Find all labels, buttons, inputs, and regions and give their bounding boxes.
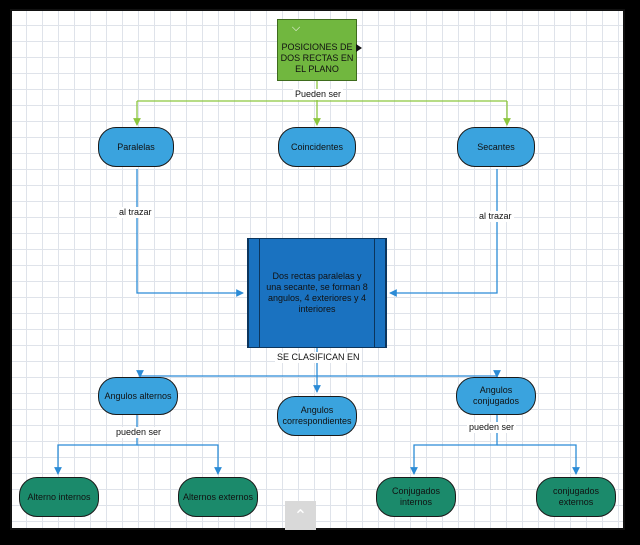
node-paralelas[interactable]: Paralelas: [98, 127, 174, 167]
center-node[interactable]: Dos rectas paralelas y una secante, se f…: [247, 238, 387, 348]
center-node-left-bar: [248, 239, 260, 347]
root-node[interactable]: POSICIONES DE DOS RECTAS EN EL PLANO: [277, 19, 357, 81]
center-link-label: SE CLASIFICAN EN: [275, 352, 362, 363]
node-alternos-externos[interactable]: Alternos externos: [178, 477, 258, 517]
arrow-right-icon: [356, 44, 362, 52]
node-conjugados-internos-label: Conjugados internos: [391, 486, 441, 507]
link-al-trazar-right: al trazar: [477, 211, 514, 222]
link-pueden-ser-left: pueden ser: [114, 427, 164, 438]
center-node-label: Dos rectas paralelas y una secante, se f…: [266, 271, 368, 314]
node-angulos-conjugados-label: Angulos conjugados: [472, 385, 520, 406]
node-conjugados-internos[interactable]: Conjugados internos: [376, 477, 456, 517]
node-angulos-alternos-label: Angulos alternos: [104, 390, 172, 401]
node-conjugados-externos-label: conjugados externos: [552, 486, 600, 507]
node-angulos-alternos[interactable]: Angulos alternos: [98, 377, 178, 415]
node-angulos-correspondientes[interactable]: Angulos correspondientes: [277, 396, 357, 436]
node-alternos-externos-label: Alternos externos: [182, 491, 254, 502]
link-pueden-ser-right: pueden ser: [467, 422, 517, 433]
node-paralelas-label: Paralelas: [117, 141, 155, 152]
root-node-label: POSICIONES DE DOS RECTAS EN EL PLANO: [280, 41, 354, 74]
node-angulos-conjugados[interactable]: Angulos conjugados: [456, 377, 536, 415]
center-node-right-bar: [374, 239, 386, 347]
chevron-down-icon[interactable]: ⌵: [291, 21, 301, 34]
node-conjugados-externos[interactable]: conjugados externos: [536, 477, 616, 517]
chevron-up-icon[interactable]: ⌃: [285, 501, 316, 530]
node-alterno-internos[interactable]: Alterno internos: [19, 477, 99, 517]
node-alterno-internos-label: Alterno internos: [27, 491, 91, 502]
node-secantes[interactable]: Secantes: [457, 127, 535, 167]
node-secantes-label: Secantes: [477, 141, 515, 152]
node-coincidentes-label: Coincidentes: [290, 141, 344, 152]
diagram-canvas[interactable]: POSICIONES DE DOS RECTAS EN EL PLANO ⌵ P…: [10, 9, 625, 530]
node-angulos-correspondientes-label: Angulos correspondientes: [282, 405, 352, 426]
root-connectors: [133, 81, 511, 126]
link-al-trazar-left: al trazar: [117, 207, 154, 218]
root-link-label: Pueden ser: [293, 89, 344, 100]
node-coincidentes[interactable]: Coincidentes: [278, 127, 356, 167]
